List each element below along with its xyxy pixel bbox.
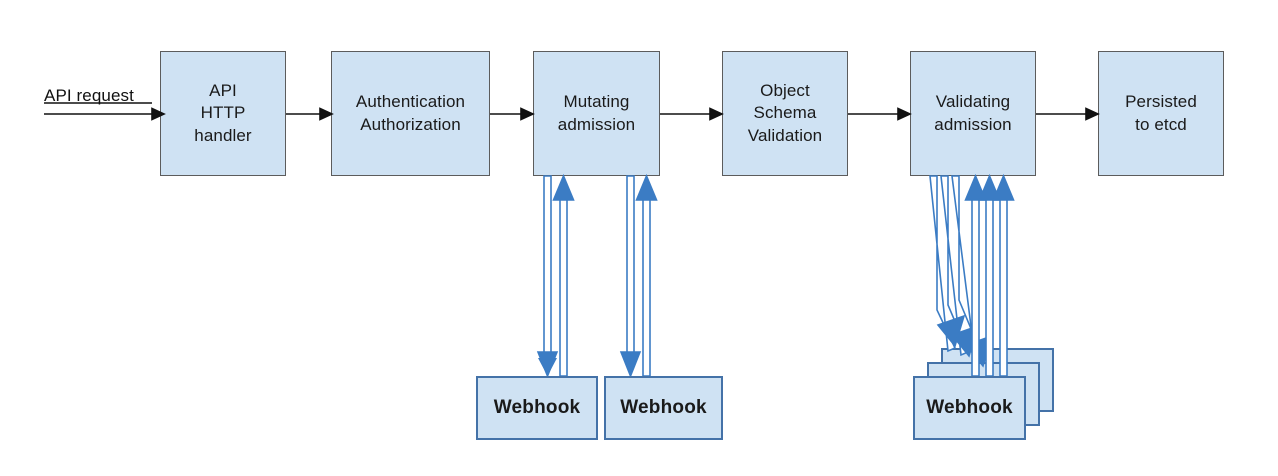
stage-box-persisted-to-etcd[interactable]: Persisted to etcd — [1098, 51, 1224, 176]
stage-box-object-schema-validation[interactable]: Object Schema Validation — [722, 51, 848, 176]
mutating-call-webhook-2-head — [619, 351, 642, 379]
mutating-call-webhook-1-arrow — [538, 176, 557, 376]
webhook-box-validating-stack-front[interactable]: Webhook — [913, 376, 1026, 440]
stage-box-api-http-handler[interactable]: API HTTP handler — [160, 51, 286, 176]
entry-label: API request — [44, 86, 134, 105]
connector-5-head — [1085, 107, 1100, 121]
validating-call-head-1 — [936, 314, 966, 348]
stage-box-mutating-admission[interactable]: Mutating admission — [533, 51, 660, 176]
webhook-box-mutating-1[interactable]: Webhook — [476, 376, 598, 440]
mutating-return-webhook-1-shaft-outline — [559, 193, 568, 377]
validating-return-head-3 — [992, 173, 1015, 201]
stage-box-authentication-authorization[interactable]: Authentication Authorization — [331, 51, 490, 176]
connector-4-head — [897, 107, 912, 121]
validating-webhook-arrows — [929, 173, 1015, 377]
mutating-return-webhook-2-head — [635, 173, 658, 201]
mutating-return-webhook-1-head — [552, 173, 575, 201]
mutating-call-webhook-2-shaft-outline — [626, 175, 635, 359]
validating-call-shaft-1 — [929, 175, 957, 353]
mutating-webhook-arrows — [536, 173, 658, 379]
connector-3-head — [709, 107, 724, 121]
mutating-call-webhook-1-head — [536, 351, 559, 379]
stage-box-validating-admission[interactable]: Validating admission — [910, 51, 1036, 176]
mutating-call-webhook-1-shaft-outline — [543, 175, 552, 359]
validating-return-head-1 — [964, 173, 987, 201]
validating-call-shaft-2 — [940, 175, 970, 357]
webhook-box-mutating-2[interactable]: Webhook — [604, 376, 723, 440]
mutating-return-webhook-2-shaft-outline — [642, 193, 651, 377]
connector-2-head — [520, 107, 535, 121]
validating-call-shaft-3 — [951, 175, 984, 360]
validating-return-head-2 — [978, 173, 1001, 201]
